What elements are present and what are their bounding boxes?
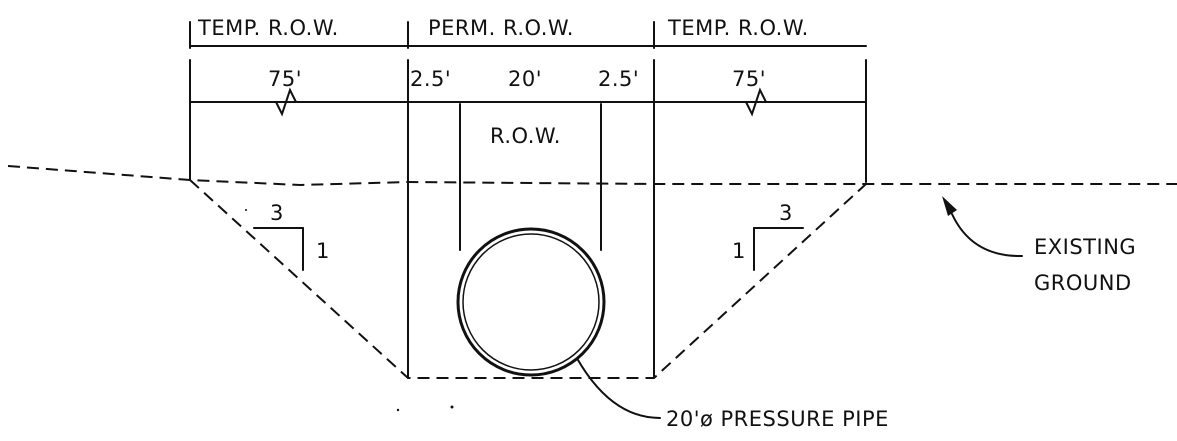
slope-right-run-label: 3 bbox=[779, 201, 793, 225]
dimension-break-left bbox=[275, 87, 297, 117]
existing-ground-arrowhead bbox=[942, 196, 957, 216]
existing-ground-line bbox=[7, 165, 1177, 187]
pressure-pipe-inner bbox=[462, 233, 600, 371]
dim-perm-right-label: 2.5' bbox=[598, 67, 639, 91]
existing-ground-leader bbox=[951, 213, 1023, 258]
pressure-pipe-outer bbox=[456, 227, 606, 377]
perm-row-label: PERM. R.O.W. bbox=[428, 16, 574, 40]
slope-right-rise-label: 1 bbox=[732, 239, 746, 263]
dim-center-label: 20' bbox=[508, 67, 542, 91]
existing-ground-label-line2: GROUND bbox=[1034, 271, 1132, 295]
dim-right-label: 75' bbox=[732, 67, 766, 91]
dim-left-label: 75' bbox=[268, 67, 302, 91]
scan-speck bbox=[450, 405, 454, 409]
pipe-label-leader bbox=[577, 359, 661, 419]
dim-perm-left-label: 2.5' bbox=[410, 67, 451, 91]
pipe-label: 20'ø PRESSURE PIPE bbox=[666, 407, 889, 431]
scan-speck bbox=[396, 408, 400, 412]
temp-row-right-label: TEMP. R.O.W. bbox=[667, 16, 809, 40]
slope-left-rise-label: 1 bbox=[316, 239, 330, 263]
dimension-break-right bbox=[745, 87, 767, 117]
trench-outline bbox=[189, 179, 867, 379]
slope-left-run-label: 3 bbox=[270, 201, 284, 225]
temp-row-left-label: TEMP. R.O.W. bbox=[197, 16, 339, 40]
existing-ground-label-line1: EXISTING bbox=[1034, 235, 1136, 259]
row-label: R.O.W. bbox=[490, 124, 561, 148]
scan-speck bbox=[245, 209, 247, 211]
